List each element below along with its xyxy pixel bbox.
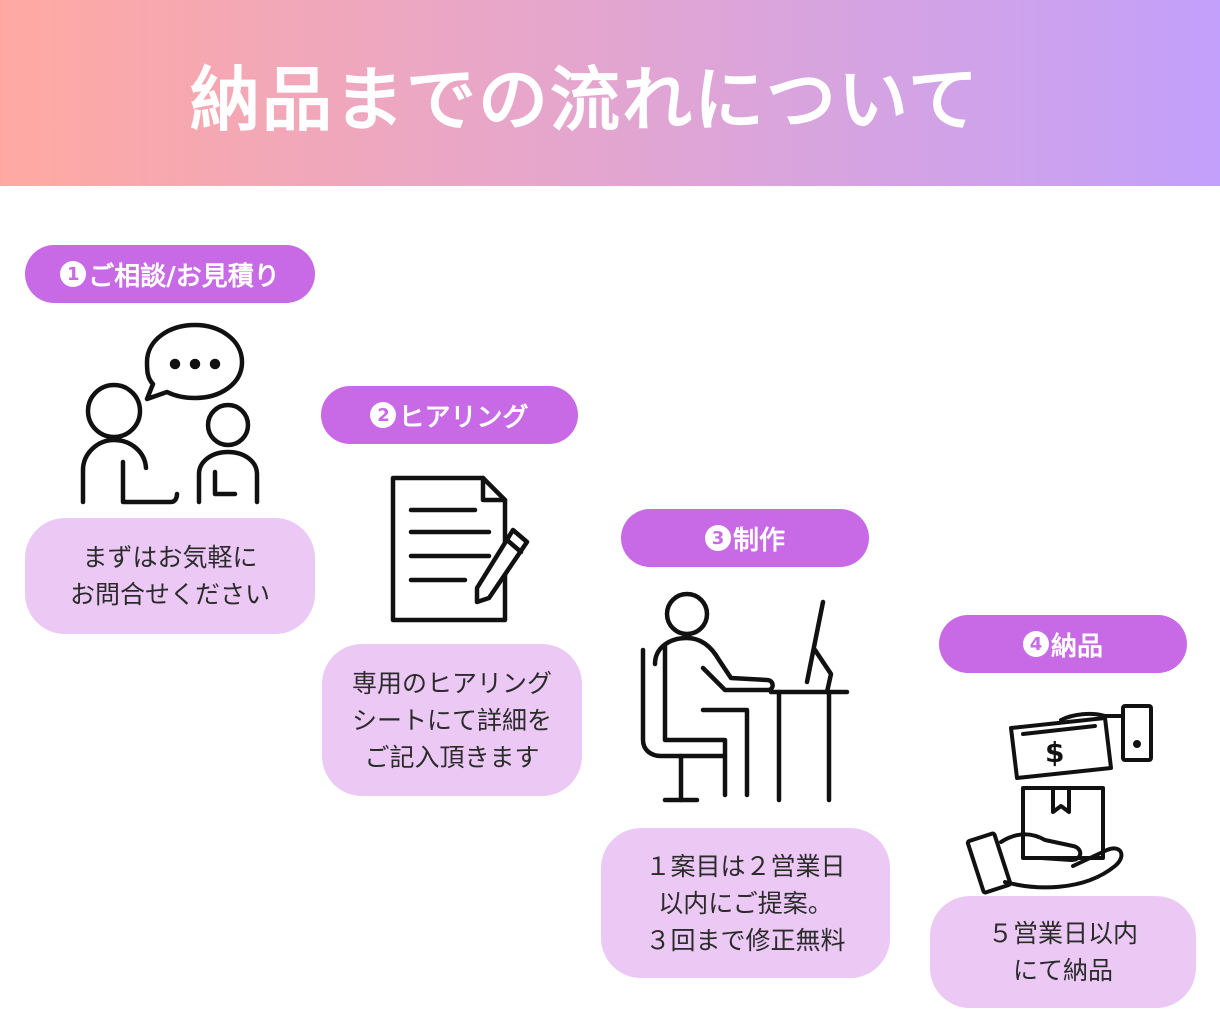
step-4-description: ５営業日以内 にて納品 xyxy=(930,896,1196,1008)
step-3-label: 制作 xyxy=(732,525,785,556)
step-3-number: 3 xyxy=(704,525,731,551)
step-2-label: ヒアリング xyxy=(398,402,529,433)
step-3-line-2: 以内にご提案。 xyxy=(658,888,833,918)
payment-delivery-icon: $ xyxy=(965,700,1165,895)
step-4-number: 4 xyxy=(1022,631,1049,657)
step-1-line-2: お問合せください xyxy=(69,580,270,609)
step-3-description: １案目は２営業日 以内にご提案。 ３回まで修正無料 xyxy=(601,828,890,978)
step-2-line-2: シートにて詳細を xyxy=(351,705,552,735)
step-2-pill: 2 ヒアリング xyxy=(321,386,578,444)
step-3-line-3: ３回まで修正無料 xyxy=(645,925,846,955)
svg-text:$: $ xyxy=(1045,736,1064,769)
step-2-number: 2 xyxy=(370,402,397,428)
step-2-line-3: ご記入頂きます xyxy=(364,742,540,772)
step-4-pill: 4 納品 xyxy=(939,615,1187,673)
step-4-line-1: ５営業日以内 xyxy=(987,919,1138,948)
step-3-pill: 3 制作 xyxy=(621,509,869,567)
step-4-label: 納品 xyxy=(1050,631,1103,662)
page-title: 納品までの流れについて xyxy=(190,59,980,141)
step-3-line-1: １案目は２営業日 xyxy=(645,851,846,881)
step-1-line-1: まずはお気軽に xyxy=(82,543,258,572)
step-1-description: まずはお気軽に お問合せください xyxy=(25,518,315,634)
step-1-number: 1 xyxy=(60,261,87,287)
desk-worker-icon xyxy=(635,590,855,810)
step-2-description: 専用のヒアリング シートにて詳細を ご記入頂きます xyxy=(322,644,582,796)
consultation-icon xyxy=(75,322,265,512)
header-banner: 納品までの流れについて xyxy=(0,0,1220,186)
step-1-pill: 1 ご相談/お見積り xyxy=(25,245,315,303)
step-1-label: ご相談/お見積り xyxy=(88,261,280,292)
step-2-line-1: 専用のヒアリング xyxy=(351,668,552,698)
step-4-line-2: にて納品 xyxy=(1012,956,1113,985)
document-pen-icon xyxy=(385,470,535,630)
